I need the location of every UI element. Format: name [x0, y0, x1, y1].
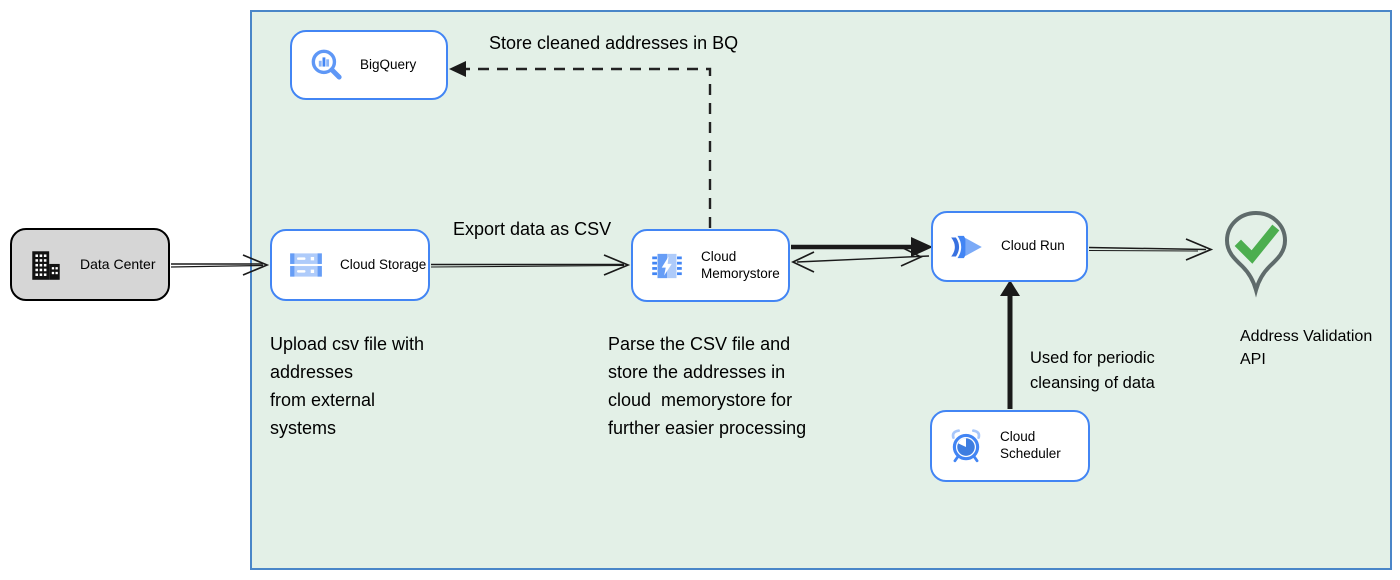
storage-buckets-icon — [290, 253, 322, 277]
address-validation-pin — [1221, 209, 1291, 305]
cloud-run-chevron-icon — [951, 235, 982, 258]
bigquery-magnifier-icon — [311, 49, 342, 80]
node-cloud-scheduler: Cloud Scheduler — [930, 410, 1090, 482]
annotation-store-cleaned-bq: Store cleaned addresses in BQ — [489, 33, 739, 53]
gcp-boundary-box — [250, 10, 1392, 570]
map-pin-check-icon — [1224, 210, 1288, 298]
address-validation-api-label: Address Validation API — [1240, 328, 1373, 368]
node-label-cloud-memorystore: Cloud Memorystore — [701, 248, 780, 281]
building-icon — [32, 250, 60, 280]
node-cloud-storage: Cloud Storage — [270, 229, 430, 301]
scheduler-clock-icon — [951, 429, 981, 463]
node-label-cloud-run: Cloud Run — [1001, 238, 1065, 254]
node-data-center: Data Center — [10, 228, 170, 301]
node-label-data-center: Data Center — [80, 255, 156, 272]
memorystore-chip-icon — [652, 253, 682, 278]
node-cloud-memorystore: Cloud Memorystore — [631, 229, 790, 302]
node-cloud-run: Cloud Run — [931, 211, 1088, 282]
node-label-cloud-scheduler: Cloud Scheduler — [1000, 429, 1061, 461]
annotation-parse-note: Parse the CSV file and store the address… — [608, 334, 807, 438]
annotation-scheduler-note: Used for periodic cleansing of data — [1030, 349, 1155, 392]
node-label-cloud-storage: Cloud Storage — [340, 256, 427, 272]
node-label-bigquery: BigQuery — [360, 56, 417, 72]
node-bigquery: BigQuery — [290, 30, 448, 100]
annotation-upload-note: Upload csv file with addresses from exte… — [270, 334, 425, 438]
annotation-export-csv: Export data as CSV — [453, 219, 612, 239]
